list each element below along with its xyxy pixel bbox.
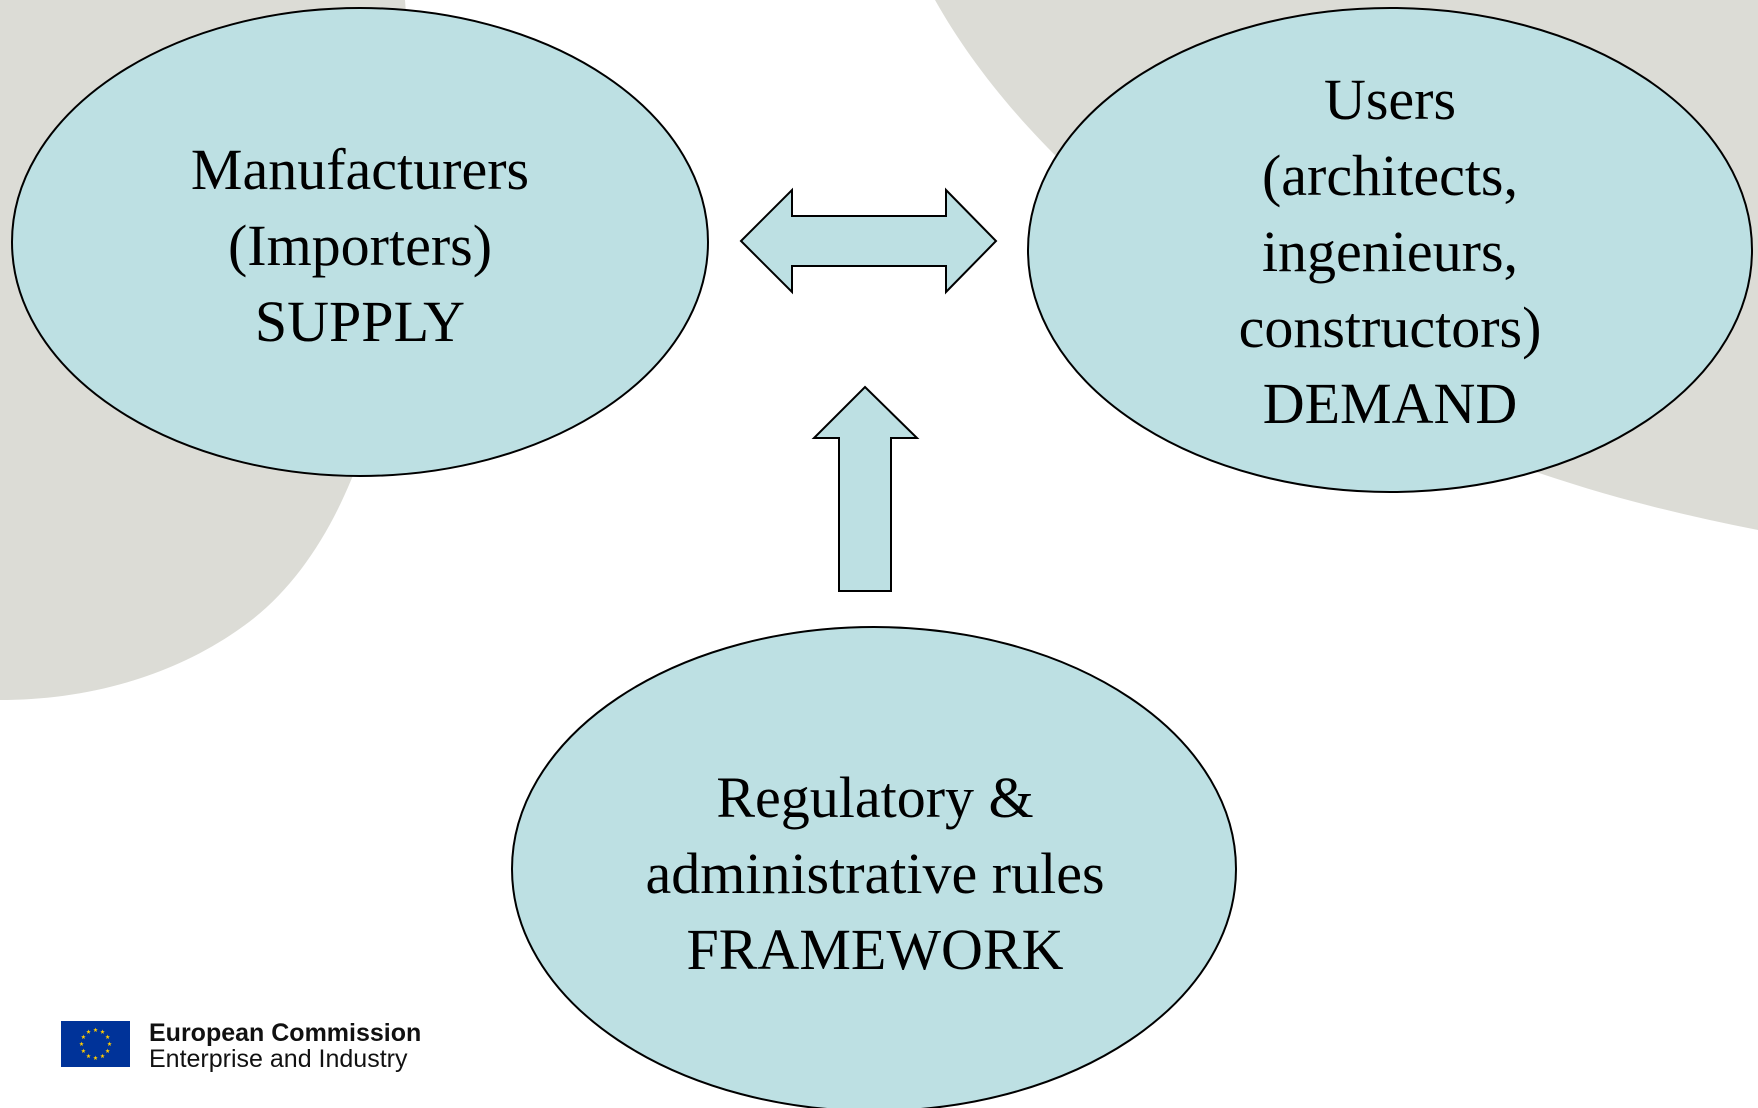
supply-label-line: (Importers) [227, 213, 493, 278]
demand-label-line: Users [1323, 67, 1457, 132]
framework-label-line: Regulatory & [716, 765, 1034, 830]
supply-label-line: SUPPLY [254, 289, 466, 354]
eu-flag-star [105, 1034, 110, 1039]
eu-flag-star [86, 1029, 91, 1034]
eu-flag-star [100, 1029, 105, 1034]
eu-flag-icon [61, 1021, 130, 1067]
supply-label-line: Manufacturers [190, 137, 530, 202]
framework-label: Regulatory & administrative rules FRAMEW… [575, 760, 1175, 988]
framework-node [511, 626, 1237, 1108]
logo-title: European Commission [149, 1019, 422, 1047]
eu-flag-star [105, 1048, 110, 1053]
supply-node [11, 7, 709, 477]
eu-flag-star [86, 1053, 91, 1059]
framework-label-line: FRAMEWORK [686, 917, 1064, 982]
demand-node [1027, 7, 1753, 493]
demand-label-line: (architects, [1261, 143, 1518, 208]
eu-flag-star [100, 1053, 105, 1059]
eu-flag-star [93, 1055, 98, 1060]
demand-label-line: constructors) [1238, 295, 1542, 360]
eu-flag-star [93, 1027, 98, 1032]
eu-flag-star [107, 1041, 112, 1046]
eu-flag-star [81, 1034, 86, 1039]
supply-label: Manufacturers (Importers) SUPPLY [60, 132, 660, 360]
eu-flag-star [79, 1041, 84, 1046]
bidirectional-arrow [739, 187, 998, 295]
eu-flag-star [81, 1048, 86, 1053]
demand-label-line: DEMAND [1262, 371, 1518, 436]
logo-subtitle: Enterprise and Industry [149, 1045, 408, 1073]
demand-label: Users (architects, ingenieurs, construct… [1090, 62, 1690, 442]
framework-label-line: administrative rules [645, 841, 1105, 906]
eu-flag-stars [79, 1027, 112, 1060]
upward-arrow [811, 385, 920, 592]
demand-label-line: ingenieurs, [1261, 219, 1519, 284]
